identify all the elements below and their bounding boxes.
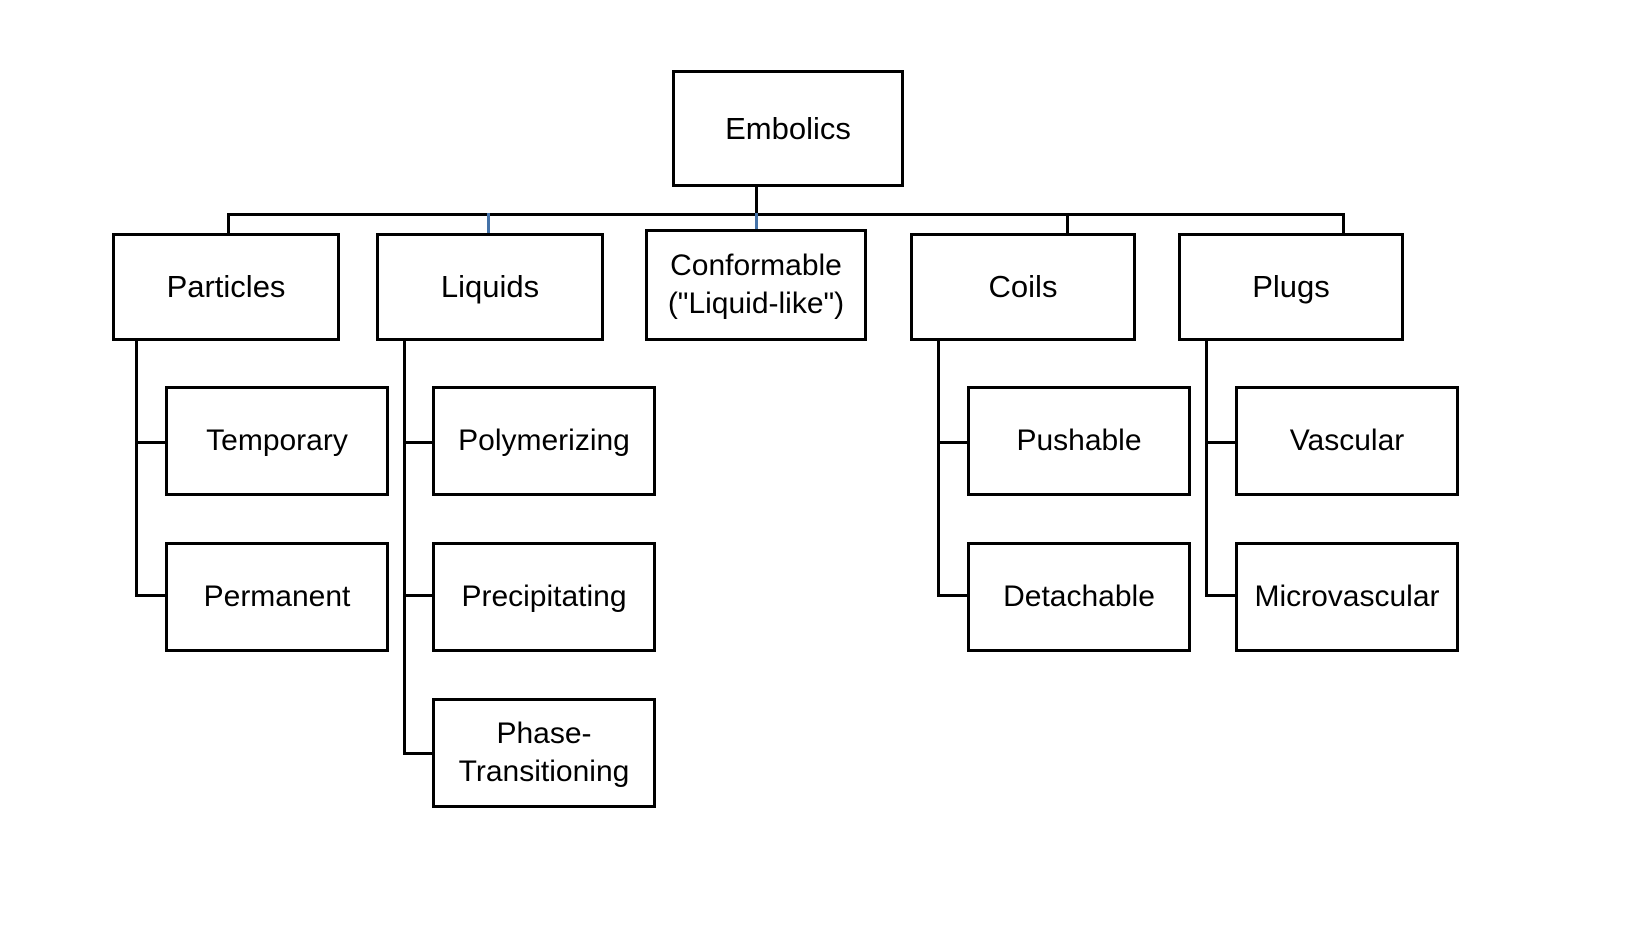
node-embolics[interactable]: Embolics bbox=[672, 70, 904, 187]
connector-liquids-to-polymerizing bbox=[403, 441, 434, 444]
node-microvascular-label: Microvascular bbox=[1254, 579, 1440, 613]
node-plugs[interactable]: Plugs bbox=[1178, 233, 1404, 341]
node-detachable-label: Detachable bbox=[1003, 579, 1155, 613]
node-precipitating-label: Precipitating bbox=[461, 579, 627, 613]
node-permanent[interactable]: Permanent bbox=[165, 542, 389, 652]
connector-plugs-to-microvascular bbox=[1205, 594, 1238, 597]
node-temporary[interactable]: Temporary bbox=[165, 386, 389, 496]
connector-plugs-to-vascular bbox=[1205, 441, 1238, 444]
node-particles-label: Particles bbox=[166, 269, 286, 305]
node-vascular[interactable]: Vascular bbox=[1235, 386, 1459, 496]
node-permanent-label: Permanent bbox=[203, 579, 351, 613]
node-liquids[interactable]: Liquids bbox=[376, 233, 604, 341]
node-precipitating[interactable]: Precipitating bbox=[432, 542, 656, 652]
node-embolics-label: Embolics bbox=[725, 110, 851, 146]
connector-plugs-trunk bbox=[1205, 339, 1208, 597]
node-plugs-label: Plugs bbox=[1252, 269, 1330, 305]
node-temporary-label: Temporary bbox=[206, 423, 348, 457]
connector-coils-to-detachable bbox=[937, 594, 970, 597]
node-liquids-label: Liquids bbox=[440, 269, 540, 305]
node-conformable[interactable]: Conformable ("Liquid-like") bbox=[645, 229, 867, 341]
node-coils-label: Coils bbox=[988, 269, 1058, 305]
node-pushable[interactable]: Pushable bbox=[967, 386, 1191, 496]
connector-bus-to-liquids bbox=[487, 213, 490, 235]
node-conformable-label-line2: ("Liquid-like") bbox=[667, 287, 845, 320]
connector-coils-trunk bbox=[937, 339, 940, 597]
connector-liquids-to-phase-transitioning bbox=[403, 752, 434, 755]
connector-root-stem bbox=[755, 185, 758, 215]
node-phase-transitioning-label-line2: Transitioning bbox=[458, 755, 630, 788]
node-phase-transitioning-label-line1: Phase- bbox=[496, 716, 592, 750]
connector-level1-bus bbox=[227, 213, 1345, 216]
node-particles[interactable]: Particles bbox=[112, 233, 340, 341]
node-polymerizing-label: Polymerizing bbox=[458, 423, 630, 457]
connector-coils-to-pushable bbox=[937, 441, 970, 444]
node-vascular-label: Vascular bbox=[1289, 423, 1405, 457]
node-phase-transitioning[interactable]: Phase- Transitioning bbox=[432, 698, 656, 808]
node-pushable-label: Pushable bbox=[1016, 423, 1142, 457]
connector-bus-to-conformable bbox=[755, 213, 758, 231]
connector-bus-to-particles bbox=[227, 213, 230, 235]
connector-particles-trunk bbox=[135, 339, 138, 597]
connector-liquids-trunk bbox=[403, 339, 406, 755]
node-conformable-label-line1: Conformable bbox=[670, 248, 842, 282]
node-detachable[interactable]: Detachable bbox=[967, 542, 1191, 652]
connector-liquids-to-precipitating bbox=[403, 594, 434, 597]
node-coils[interactable]: Coils bbox=[910, 233, 1136, 341]
node-microvascular[interactable]: Microvascular bbox=[1235, 542, 1459, 652]
node-polymerizing[interactable]: Polymerizing bbox=[432, 386, 656, 496]
connector-bus-to-plugs bbox=[1342, 213, 1345, 235]
connector-particles-to-permanent bbox=[135, 594, 173, 597]
connector-particles-to-temporary bbox=[135, 441, 173, 444]
connector-bus-to-coils bbox=[1066, 213, 1069, 235]
